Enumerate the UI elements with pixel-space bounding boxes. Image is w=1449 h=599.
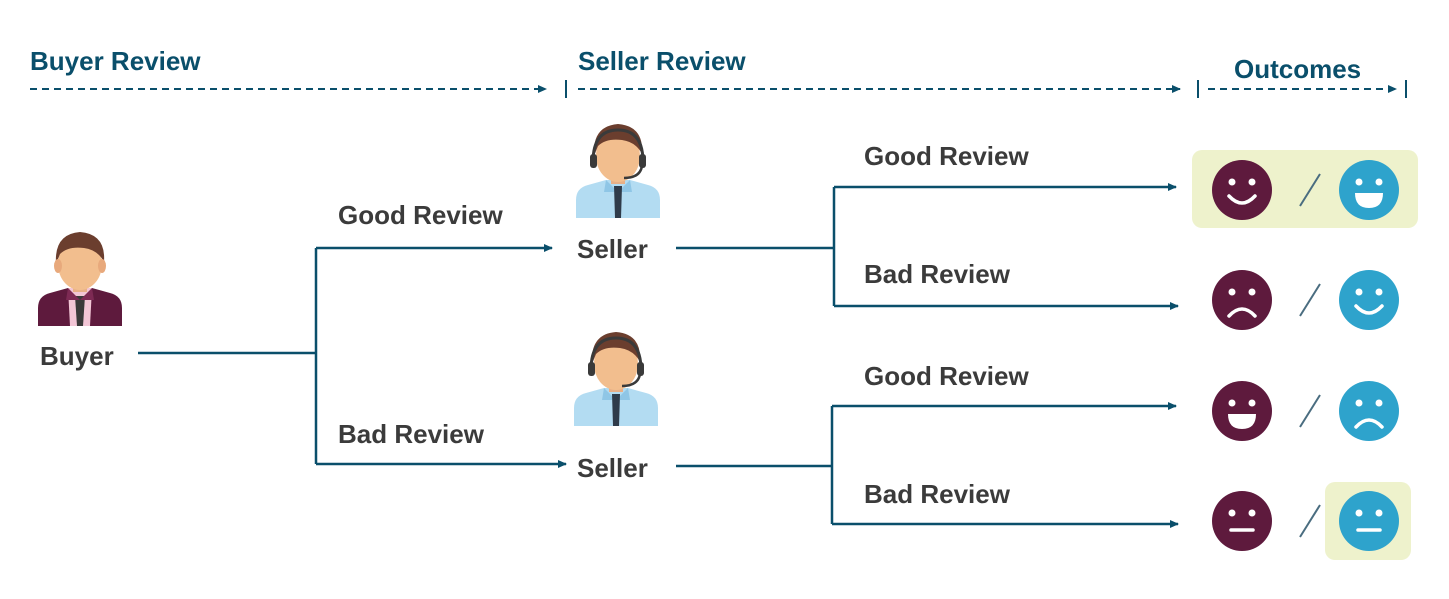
outcome-1-seller-big-smile-icon [1339,160,1399,220]
seller-connectors [676,183,1179,528]
buyer-branch-good-review-label: Good Review [338,200,503,230]
seller2-bad-review-label: Bad Review [864,479,1010,509]
stage-header-buyer-review: Buyer Review [30,46,201,76]
buyer-branch-bad-review-label: Bad Review [338,419,484,449]
seller2-good-review-label: Good Review [864,361,1029,391]
seller1-good-review-label: Good Review [864,141,1029,171]
buyer-label: Buyer [40,341,114,371]
stage-header-outcomes: Outcomes [1234,54,1362,84]
outcome-4-buyer-neutral-icon [1212,491,1272,551]
seller-label-1: Seller [577,234,648,264]
stage-header-seller-review: Seller Review [578,46,746,76]
seller-person-icon-1 [576,124,660,218]
buyer-person-icon [38,232,122,326]
outcome-3-buyer-big-smile-icon [1212,381,1272,441]
outcome-1-separator [1299,173,1321,207]
outcome-3-seller-sad-icon [1339,381,1399,441]
outcome-2-buyer-sad-icon [1212,270,1272,330]
outcome-4-seller-neutral-icon [1339,491,1399,551]
outcome-2-seller-smile-icon [1339,270,1399,330]
seller-person-icon-2 [574,332,658,426]
outcome-4-separator [1299,504,1321,538]
seller-label-2: Seller [577,453,648,483]
outcome-2-separator [1299,283,1321,317]
timeline [30,80,1407,98]
seller1-bad-review-label: Bad Review [864,259,1010,289]
outcome-1-buyer-smile-icon [1212,160,1272,220]
buyer-connectors [138,244,567,468]
outcome-3-separator [1299,394,1321,428]
